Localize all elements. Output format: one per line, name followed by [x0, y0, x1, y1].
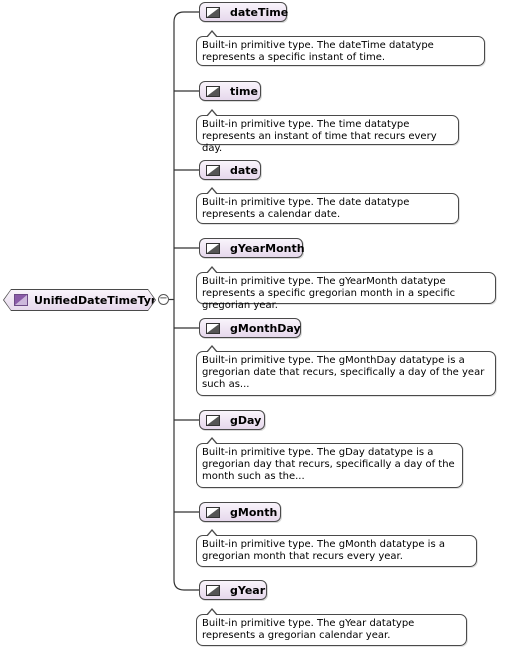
member-type-node[interactable]: gMonth — [199, 502, 281, 522]
root-type-node[interactable]: UnifiedDateTimeType — [3, 289, 156, 311]
builtin-type-icon — [206, 85, 220, 97]
documentation-box: Built-in primitive type. The dateTime da… — [196, 30, 485, 66]
documentation-box: Built-in primitive type. The gMonth data… — [196, 529, 477, 567]
member-type-label: gYear — [230, 583, 266, 597]
member-type-node[interactable]: gDay — [199, 410, 265, 430]
documentation-box: Built-in primitive type. The gYearMonth … — [196, 266, 496, 311]
member-type-label: dateTime — [230, 5, 289, 19]
member-type-node[interactable]: time — [199, 81, 261, 101]
simple-type-icon — [14, 294, 28, 306]
member-type-node[interactable]: gMonthDay — [199, 318, 301, 338]
builtin-type-icon — [206, 506, 220, 518]
member-type-label: gYearMonth — [230, 241, 305, 255]
builtin-type-icon — [206, 584, 220, 596]
member-type-node[interactable]: gYear — [199, 580, 267, 600]
documentation-box: Built-in primitive type. The gMonthDay d… — [196, 345, 496, 396]
member-type-node[interactable]: gYearMonth — [199, 238, 305, 258]
builtin-type-icon — [206, 242, 220, 254]
builtin-type-icon — [206, 414, 220, 426]
documentation-box: Built-in primitive type. The gYear datat… — [196, 608, 467, 646]
documentation-box: Built-in primitive type. The gDay dataty… — [196, 437, 463, 488]
member-type-label: date — [230, 163, 259, 177]
member-type-label: gMonth — [230, 505, 278, 519]
root-type-label: UnifiedDateTimeType — [34, 293, 167, 307]
collapse-minus-icon[interactable]: − — [158, 293, 169, 305]
documentation-box: Built-in primitive type. The date dataty… — [196, 187, 459, 224]
builtin-type-icon — [206, 164, 220, 176]
member-type-node[interactable]: dateTime — [199, 2, 289, 22]
member-type-node[interactable]: date — [199, 160, 261, 180]
member-type-label: time — [230, 84, 258, 98]
builtin-type-icon — [206, 322, 220, 334]
member-type-label: gDay — [230, 413, 262, 427]
builtin-type-icon — [206, 6, 220, 18]
member-type-label: gMonthDay — [230, 321, 301, 335]
documentation-box: Built-in primitive type. The time dataty… — [196, 109, 459, 154]
